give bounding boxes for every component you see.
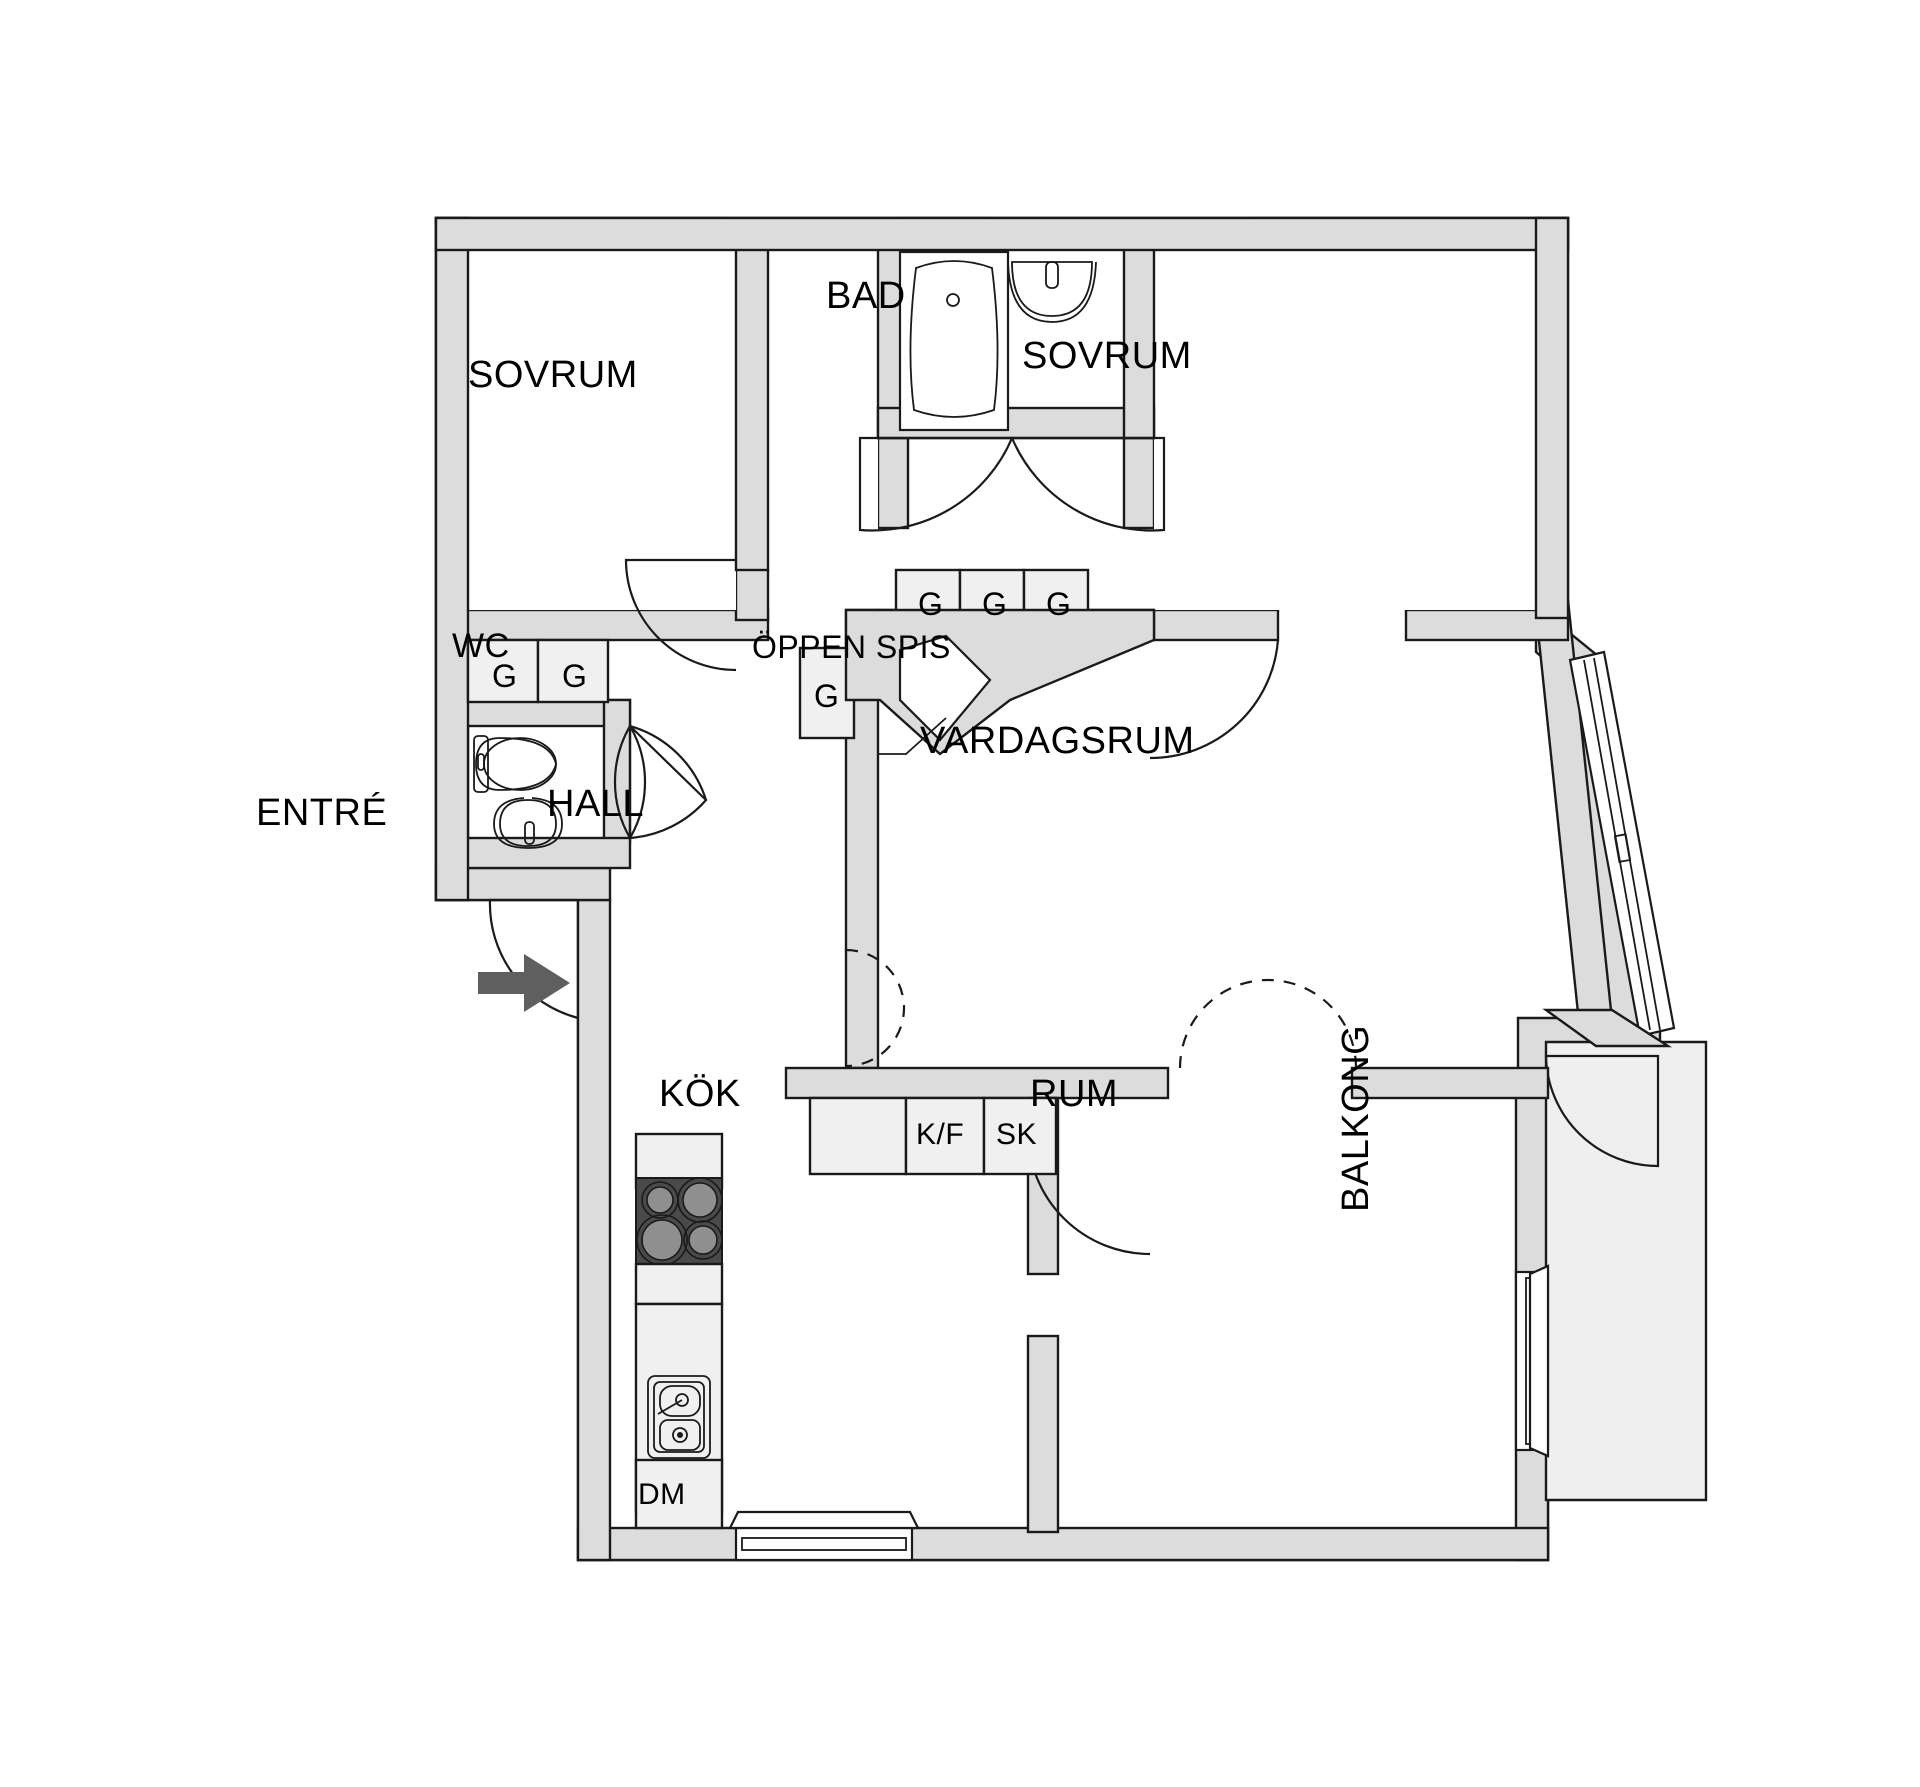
wc-sink: [493, 797, 563, 849]
passage-vardagsrum-rum: [1178, 978, 1358, 1069]
door-entry[interactable]: [488, 898, 579, 1020]
closet-label-g-bed-left-1: G: [492, 658, 518, 694]
door-sovrum-right[interactable]: [1149, 639, 1280, 760]
room-interiors: [468, 250, 1536, 610]
door-wc[interactable]: [613, 723, 708, 840]
closet-label-g-hall: G: [814, 678, 840, 714]
kitchen-label-dishwasher: DM: [638, 1478, 686, 1511]
kitchen-sink: [647, 1375, 711, 1459]
cooktop-burners: [636, 1177, 723, 1266]
kitchen-label-cabinet-sk: SK: [996, 1118, 1038, 1151]
bathroom-sink: [1007, 261, 1097, 323]
room-label-hall: HALL: [547, 783, 645, 825]
room-label-kok: KÖK: [659, 1073, 741, 1115]
room-label-oppen-spis: ÖPPEN SPIS: [752, 629, 951, 665]
kitchen-label-fridge-freezer: K/F: [916, 1118, 965, 1151]
closet-label-g-center-1: G: [918, 586, 944, 622]
room-label-entre: ENTRÉ: [256, 792, 388, 834]
closet-label-g-bed-left-2: G: [562, 658, 588, 694]
bathtub: [898, 250, 1010, 432]
room-label-balkong: BALKONG: [1335, 1024, 1377, 1212]
kitchen-top-units: [808, 1096, 1058, 1176]
window-rum-east: [1514, 1264, 1550, 1458]
passage-hall-vardagsrum: [845, 948, 906, 1068]
window-kok-south: [728, 1510, 920, 1562]
closet-label-g-center-2: G: [982, 586, 1008, 622]
kitchen-left-units: [634, 1132, 724, 1530]
toilet: [473, 735, 557, 793]
room-label-rum: RUM: [1030, 1073, 1119, 1115]
corner-fireplace: [844, 608, 1156, 756]
door-sovrum-left[interactable]: [624, 558, 737, 672]
closet-row-left: [466, 638, 610, 704]
door-bad[interactable]: [858, 436, 1166, 532]
closet-label-g-center-3: G: [1046, 586, 1072, 622]
room-label-sovrum-right: SOVRUM: [1022, 335, 1192, 377]
entry-arrow-icon: [478, 954, 570, 1012]
room-label-wc: WC: [452, 627, 510, 665]
door-balkong[interactable]: [1544, 1054, 1660, 1168]
window-vardagsrum-angled: [1568, 650, 1676, 1038]
room-label-bad: BAD: [826, 275, 906, 317]
room-label-sovrum-left: SOVRUM: [468, 354, 638, 396]
balkong-area: [1542, 1008, 1708, 1502]
room-label-vardagsrum: VARDAGSRUM: [920, 720, 1195, 762]
